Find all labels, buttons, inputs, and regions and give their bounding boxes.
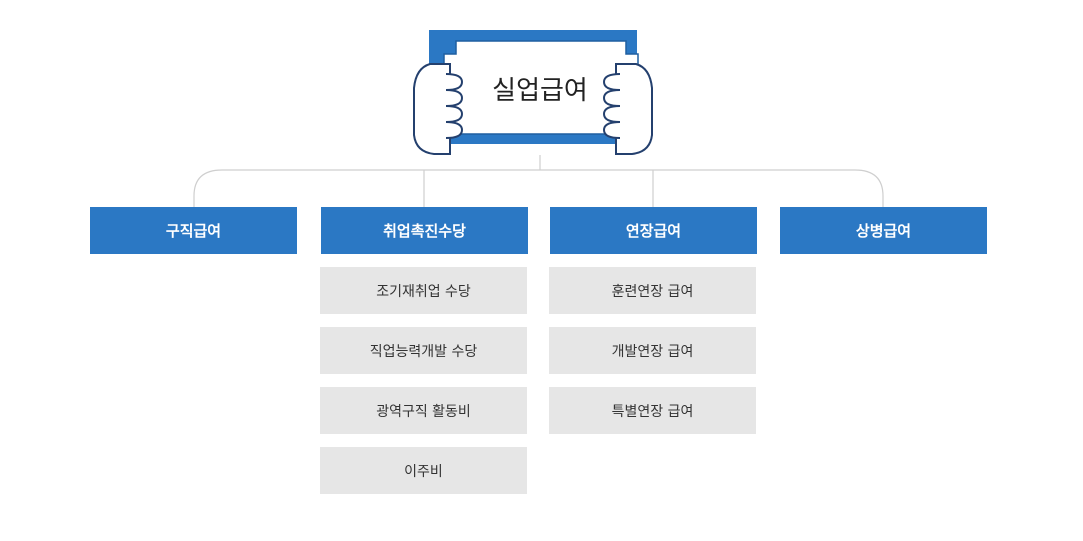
right-hand-icon [602, 63, 653, 155]
sub-item-special-extension: 특별연장 급여 [549, 387, 756, 434]
category-sickness-benefit: 상병급여 [780, 207, 987, 254]
sub-item-vocational-development: 직업능력개발 수당 [320, 327, 527, 374]
sub-item-early-reemployment: 조기재취업 수당 [320, 267, 527, 314]
category-employment-promotion-allowance: 취업촉진수당 [321, 207, 528, 254]
category-job-seeking-benefit: 구직급여 [90, 207, 297, 254]
sign-illustration [413, 30, 653, 155]
sub-item-training-extension: 훈련연장 급여 [549, 267, 756, 314]
sub-item-individual-extension: 개발연장 급여 [549, 327, 756, 374]
connector-lines [193, 155, 884, 207]
sub-item-wide-area-job-search: 광역구직 활동비 [320, 387, 527, 434]
category-extended-benefit: 연장급여 [550, 207, 757, 254]
sub-item-relocation-cost: 이주비 [320, 447, 527, 494]
left-hand-icon [413, 63, 464, 155]
diagram-title: 실업급여 [492, 75, 588, 106]
